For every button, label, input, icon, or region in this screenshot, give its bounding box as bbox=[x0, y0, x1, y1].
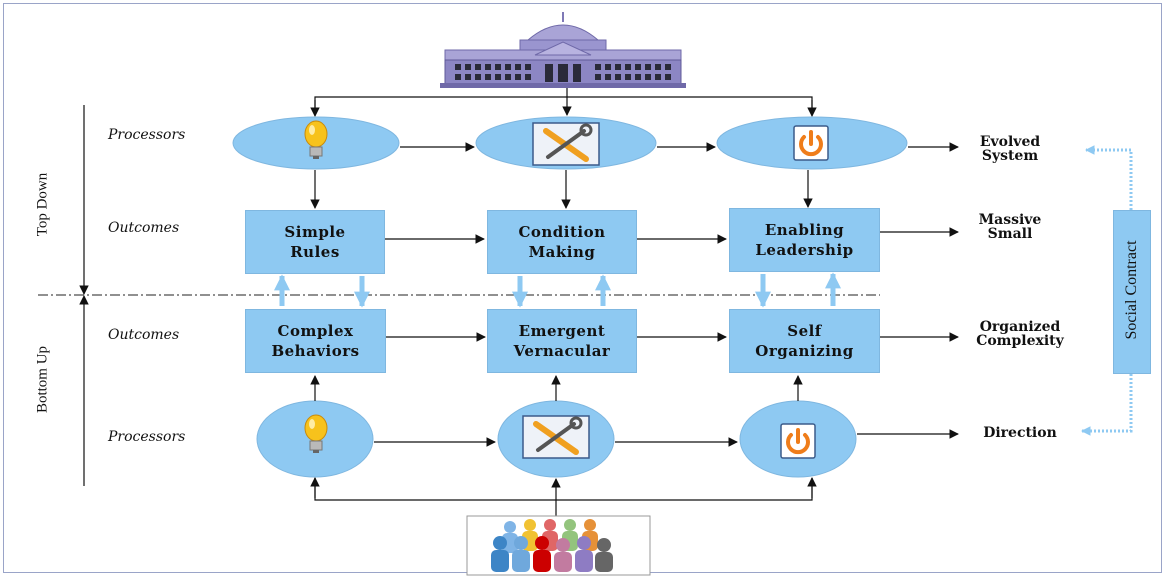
outcome-complex-behaviors: Complex Behaviors bbox=[245, 309, 386, 373]
lightbulb-icon bbox=[304, 414, 328, 453]
power-icon bbox=[780, 423, 816, 459]
right-outcome-direction: Direction bbox=[983, 425, 1057, 441]
top-down-label: Top Down bbox=[34, 172, 51, 237]
outcome-enabling-leadership: Enabling Leadership bbox=[729, 208, 880, 272]
row-label-bottom-processors: Processors bbox=[108, 429, 186, 445]
right-outcome-organized-complexity: Organized Complexity bbox=[976, 319, 1064, 349]
outcome-label: Enabling Leadership bbox=[755, 221, 854, 259]
row-label-top-processors: Processors bbox=[108, 127, 186, 143]
outcome-self-organizing: Self Organizing bbox=[729, 309, 880, 373]
tools-icon bbox=[522, 415, 590, 459]
tools-icon bbox=[532, 122, 600, 166]
social-contract-box bbox=[1113, 210, 1151, 374]
outcome-condition-making: Condition Making bbox=[487, 210, 637, 274]
bottom-up-label: Bottom Up bbox=[34, 345, 51, 414]
power-icon bbox=[793, 125, 829, 161]
lightbulb-icon bbox=[304, 120, 328, 159]
social-contract-label: Social Contract bbox=[1123, 240, 1140, 340]
outcome-label: Self Organizing bbox=[755, 322, 854, 360]
right-outcome-evolved-system: Evolved System bbox=[979, 134, 1041, 164]
row-label-top-outcomes: Outcomes bbox=[108, 220, 180, 236]
government-building-icon bbox=[440, 12, 686, 88]
outcome-label: Emergent Vernacular bbox=[513, 322, 611, 360]
outcome-label: Complex Behaviors bbox=[271, 322, 360, 360]
outcome-label: Condition Making bbox=[518, 223, 606, 261]
row-label-bottom-outcomes: Outcomes bbox=[108, 327, 180, 343]
outcome-label: Simple Rules bbox=[284, 223, 346, 261]
outcome-emergent-vernacular: Emergent Vernacular bbox=[487, 309, 637, 373]
outcome-simple-rules: Simple Rules bbox=[245, 210, 385, 274]
people-group-icon bbox=[491, 519, 613, 572]
right-outcome-massive-small: Massive Small bbox=[978, 212, 1042, 242]
